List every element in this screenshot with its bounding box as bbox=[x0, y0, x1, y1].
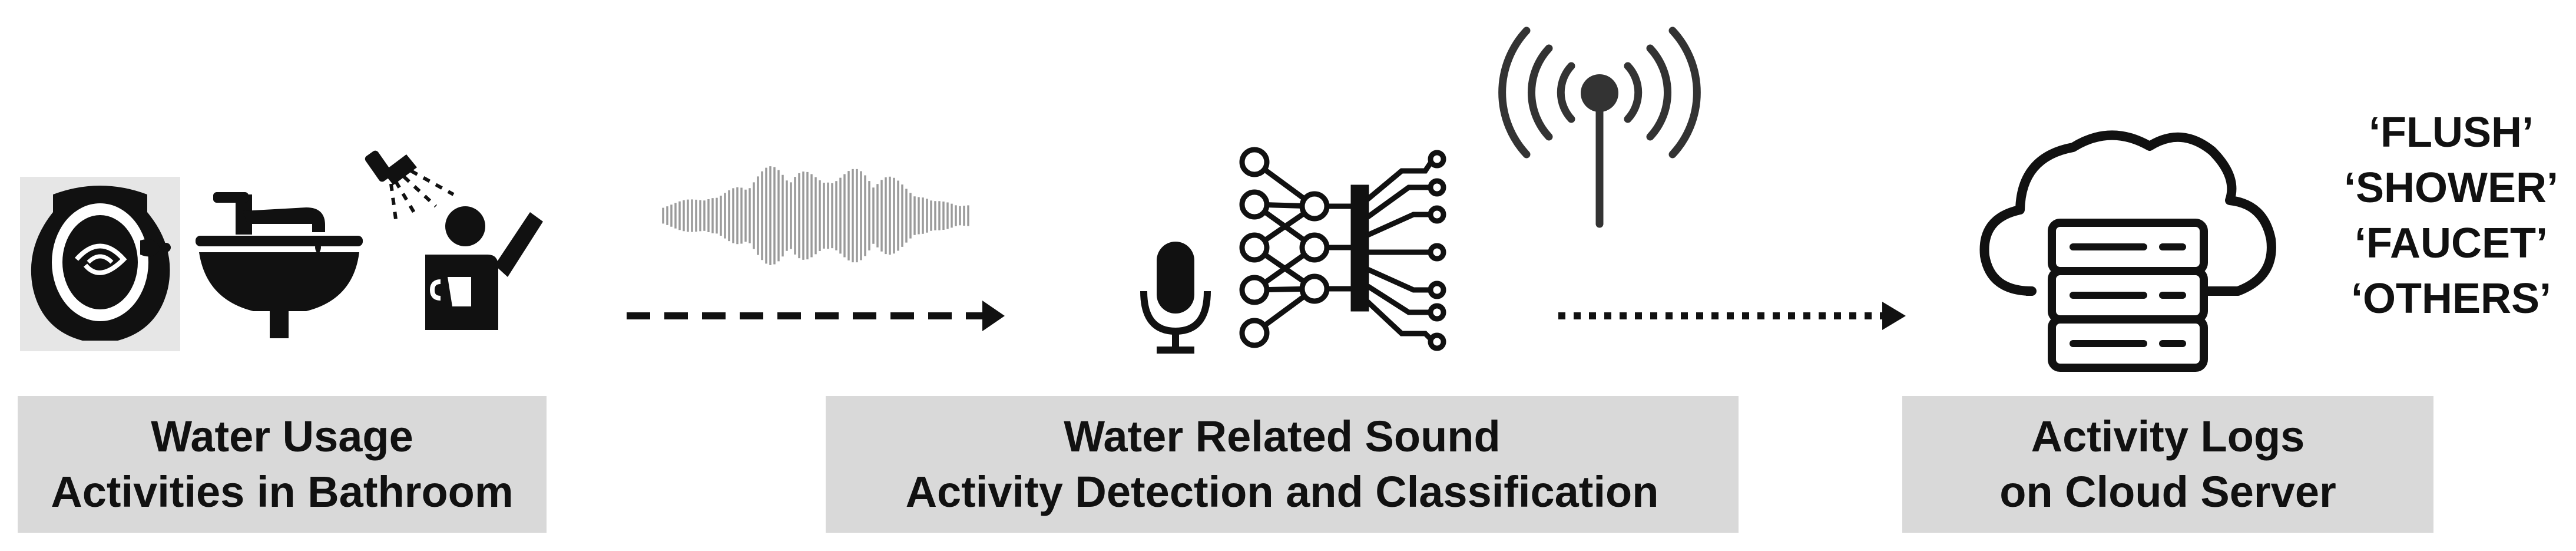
stage-label-line1: Water Related Sound bbox=[1064, 412, 1501, 461]
activity-class-faucet: ‘FAUCET’ bbox=[2354, 220, 2548, 267]
stage-label-line2: Activity Detection and Classification bbox=[905, 467, 1659, 516]
wireless-antenna-icon bbox=[1498, 27, 1701, 228]
dashed-arrow bbox=[627, 301, 1005, 331]
cloud-server-icon bbox=[1979, 130, 2276, 372]
activity-class-others: ‘OTHERS’ bbox=[2350, 275, 2552, 322]
shower-person-icon bbox=[365, 150, 543, 330]
activity-class-shower: ‘SHOWER’ bbox=[2343, 164, 2558, 212]
microphone-icon bbox=[1140, 242, 1211, 354]
stage-label-activity-logs: Activity Logs on Cloud Server bbox=[1902, 396, 2433, 533]
dotted-arrow bbox=[1558, 302, 1906, 330]
stage-label-line1: Activity Logs bbox=[2031, 412, 2305, 461]
toilet-icon bbox=[20, 177, 180, 351]
stage-label-line2: on Cloud Server bbox=[1999, 467, 2336, 516]
stage-label-line1: Water Usage bbox=[151, 412, 413, 461]
sink-faucet-icon bbox=[196, 192, 363, 338]
stage-label-line2: Activities in Bathroom bbox=[51, 467, 514, 516]
sound-waveform-icon bbox=[662, 166, 969, 265]
stage-label-sound-detection: Water Related Sound Activity Detection a… bbox=[826, 396, 1739, 533]
neural-network-icon bbox=[1239, 147, 1446, 351]
stage-label-water-usage: Water Usage Activities in Bathroom bbox=[18, 396, 547, 533]
activity-class-list: ‘FLUSH’ ‘SHOWER’ ‘FAUCET’ ‘OTHERS’ bbox=[2332, 105, 2570, 326]
activity-class-flush: ‘FLUSH’ bbox=[2369, 109, 2534, 156]
